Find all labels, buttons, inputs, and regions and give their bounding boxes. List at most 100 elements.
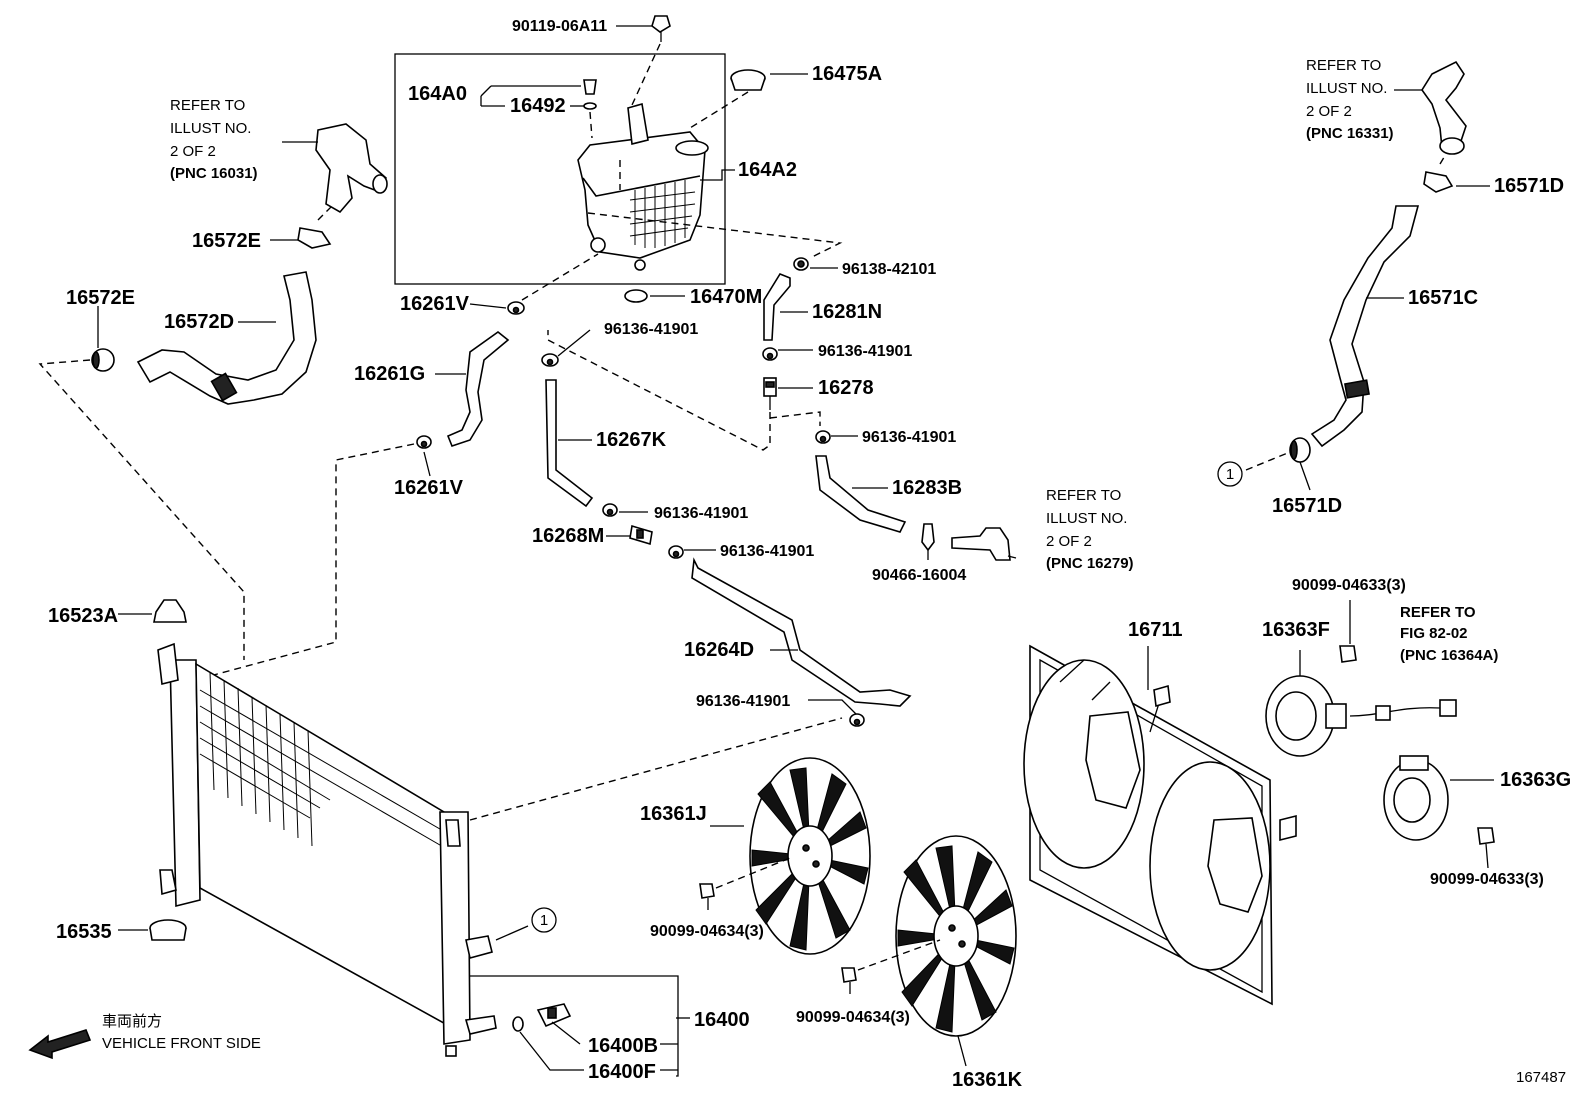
hose-16283B[interactable] bbox=[815, 455, 907, 533]
label-16268M: 16268M bbox=[532, 525, 604, 547]
svg-text:車両前方: 車両前方 bbox=[102, 1013, 162, 1030]
label-16363G: 16363G bbox=[1500, 769, 1571, 791]
screw-90099-04634-b[interactable] bbox=[841, 967, 857, 994]
label-96138-42101: 96138-42101 bbox=[842, 261, 936, 278]
label-16261V-bottom: 16261V bbox=[394, 477, 464, 499]
hose-16264D[interactable] bbox=[691, 557, 912, 707]
svg-text:REFER TO: REFER TO bbox=[1400, 604, 1476, 621]
clip-90466[interactable] bbox=[921, 523, 935, 552]
label-164A2: 164A2 bbox=[738, 159, 797, 181]
clamp-96136-d[interactable] bbox=[602, 503, 618, 517]
clip-96138[interactable] bbox=[793, 257, 809, 271]
svg-text:ILLUST NO.: ILLUST NO. bbox=[170, 120, 251, 137]
label-90099-04634-a: 90099-04634(3) bbox=[650, 923, 764, 940]
label-16523A: 16523A bbox=[48, 605, 118, 627]
callout-circle-left: 1 bbox=[531, 907, 557, 933]
screw-90099-04634-a[interactable] bbox=[699, 883, 715, 910]
label-96136-41901-e: 96136-41901 bbox=[720, 543, 814, 560]
vehicle-front-arrow bbox=[28, 1029, 92, 1060]
screw-90099-04633-b[interactable] bbox=[1477, 827, 1495, 845]
svg-text:REFER TO: REFER TO bbox=[1306, 57, 1381, 74]
callout-circle-right: 1 bbox=[1217, 461, 1243, 487]
label-16267K: 16267K bbox=[596, 429, 667, 451]
label-96136-41901-a: 96136-41901 bbox=[818, 343, 912, 360]
label-16283B: 16283B bbox=[892, 477, 962, 499]
clamp-16572E-top[interactable] bbox=[297, 227, 332, 249]
hose-16267K[interactable] bbox=[545, 379, 594, 508]
label-16281N: 16281N bbox=[812, 301, 882, 323]
svg-text:2 OF 2: 2 OF 2 bbox=[170, 143, 216, 160]
screw-90099-04633-a[interactable] bbox=[1339, 645, 1357, 663]
label-16261G: 16261G bbox=[354, 363, 425, 385]
ref-note-16364A: REFER TO FIG 82-02 (PNC 16364A) bbox=[1400, 604, 1498, 664]
drain-cock-16400B[interactable] bbox=[536, 1003, 572, 1028]
clamp-16261V-bottom[interactable] bbox=[416, 435, 432, 449]
label-16261V-top: 16261V bbox=[400, 293, 470, 315]
label-16572D: 16572D bbox=[164, 311, 234, 333]
figure-id: 167487 bbox=[1516, 1069, 1566, 1086]
svg-text:2 OF 2: 2 OF 2 bbox=[1046, 533, 1092, 550]
label-90119-06A11: 90119-06A11 bbox=[512, 18, 607, 35]
bolt-90119[interactable] bbox=[651, 15, 671, 42]
hose-16281N[interactable] bbox=[763, 273, 791, 341]
svg-text:FIG 82-02: FIG 82-02 bbox=[1400, 625, 1468, 642]
fan-motor-16363F[interactable] bbox=[1265, 675, 1457, 757]
fan-shroud-16711[interactable] bbox=[1023, 644, 1297, 1006]
drain-o-ring-16400F[interactable] bbox=[512, 1016, 524, 1032]
label-16572E-top: 16572E bbox=[192, 230, 261, 252]
label-16400F: 16400F bbox=[588, 1061, 656, 1083]
fan-motor-16363G[interactable] bbox=[1383, 755, 1449, 841]
clamp-96136-f[interactable] bbox=[849, 713, 865, 727]
clamp-16571D-bottom[interactable] bbox=[1289, 437, 1311, 463]
fan-16361K[interactable] bbox=[895, 835, 1017, 1037]
label-164A0: 164A0 bbox=[408, 83, 467, 105]
fan-16361J[interactable] bbox=[749, 757, 871, 955]
valve-16278[interactable] bbox=[763, 377, 777, 410]
label-90099-04633-a: 90099-04633(3) bbox=[1292, 577, 1406, 594]
label-16361K: 16361K bbox=[952, 1069, 1023, 1091]
label-16571C: 16571C bbox=[1408, 287, 1478, 309]
label-16278: 16278 bbox=[818, 377, 874, 399]
svg-text:VEHICLE FRONT SIDE: VEHICLE FRONT SIDE bbox=[102, 1035, 261, 1052]
radiator-cushion-16535[interactable] bbox=[149, 919, 187, 941]
clamp-96136-c[interactable] bbox=[815, 430, 831, 444]
reservoir-plug[interactable] bbox=[583, 79, 597, 95]
label-16492: 16492 bbox=[510, 95, 566, 117]
radiator-cushion-16523A[interactable] bbox=[153, 599, 187, 623]
grommet-16470M[interactable] bbox=[624, 289, 648, 303]
label-96136-41901-b: 96136-41901 bbox=[604, 321, 698, 338]
reservoir-tank[interactable] bbox=[577, 102, 709, 271]
clamp-16571D-top[interactable] bbox=[1423, 171, 1454, 193]
clamp-96136-a[interactable] bbox=[762, 347, 778, 361]
radiator-16400[interactable] bbox=[157, 642, 497, 1057]
hose-16571C[interactable] bbox=[1310, 205, 1420, 448]
clamp-16572E-left[interactable] bbox=[91, 348, 115, 372]
label-16571D-bottom: 16571D bbox=[1272, 495, 1342, 517]
label-16470M: 16470M bbox=[690, 286, 762, 308]
water-outlet-16331[interactable] bbox=[1421, 60, 1467, 155]
thermostat-housing[interactable] bbox=[315, 123, 388, 214]
label-16572E-left: 16572E bbox=[66, 287, 135, 309]
svg-text:(PNC 16279): (PNC 16279) bbox=[1046, 555, 1134, 572]
hose-16261G[interactable] bbox=[446, 330, 510, 447]
label-16264D: 16264D bbox=[684, 639, 754, 661]
clamp-96136-e[interactable] bbox=[668, 545, 684, 559]
label-96136-41901-d: 96136-41901 bbox=[654, 505, 748, 522]
hose-16572D[interactable] bbox=[136, 271, 317, 405]
reservoir-o-ring[interactable] bbox=[583, 102, 597, 110]
label-90466-16004: 90466-16004 bbox=[872, 567, 966, 584]
ref-note-16331: REFER TO ILLUST NO. 2 OF 2 (PNC 16331) bbox=[1306, 57, 1394, 142]
label-90099-04633-b: 90099-04633(3) bbox=[1430, 871, 1544, 888]
clamp-16261V-top[interactable] bbox=[507, 301, 525, 315]
svg-text:(PNC 16031): (PNC 16031) bbox=[170, 165, 258, 182]
svg-text:(PNC 16364A): (PNC 16364A) bbox=[1400, 647, 1498, 664]
reservoir-cap[interactable] bbox=[730, 69, 766, 91]
label-16535: 16535 bbox=[56, 921, 112, 943]
svg-text:1: 1 bbox=[540, 912, 548, 929]
connector-16279[interactable] bbox=[951, 527, 1017, 561]
union-16268M[interactable] bbox=[629, 524, 653, 546]
clamp-96136-b[interactable] bbox=[541, 353, 559, 367]
svg-text:ILLUST NO.: ILLUST NO. bbox=[1046, 510, 1127, 527]
label-96136-41901-f: 96136-41901 bbox=[696, 693, 790, 710]
